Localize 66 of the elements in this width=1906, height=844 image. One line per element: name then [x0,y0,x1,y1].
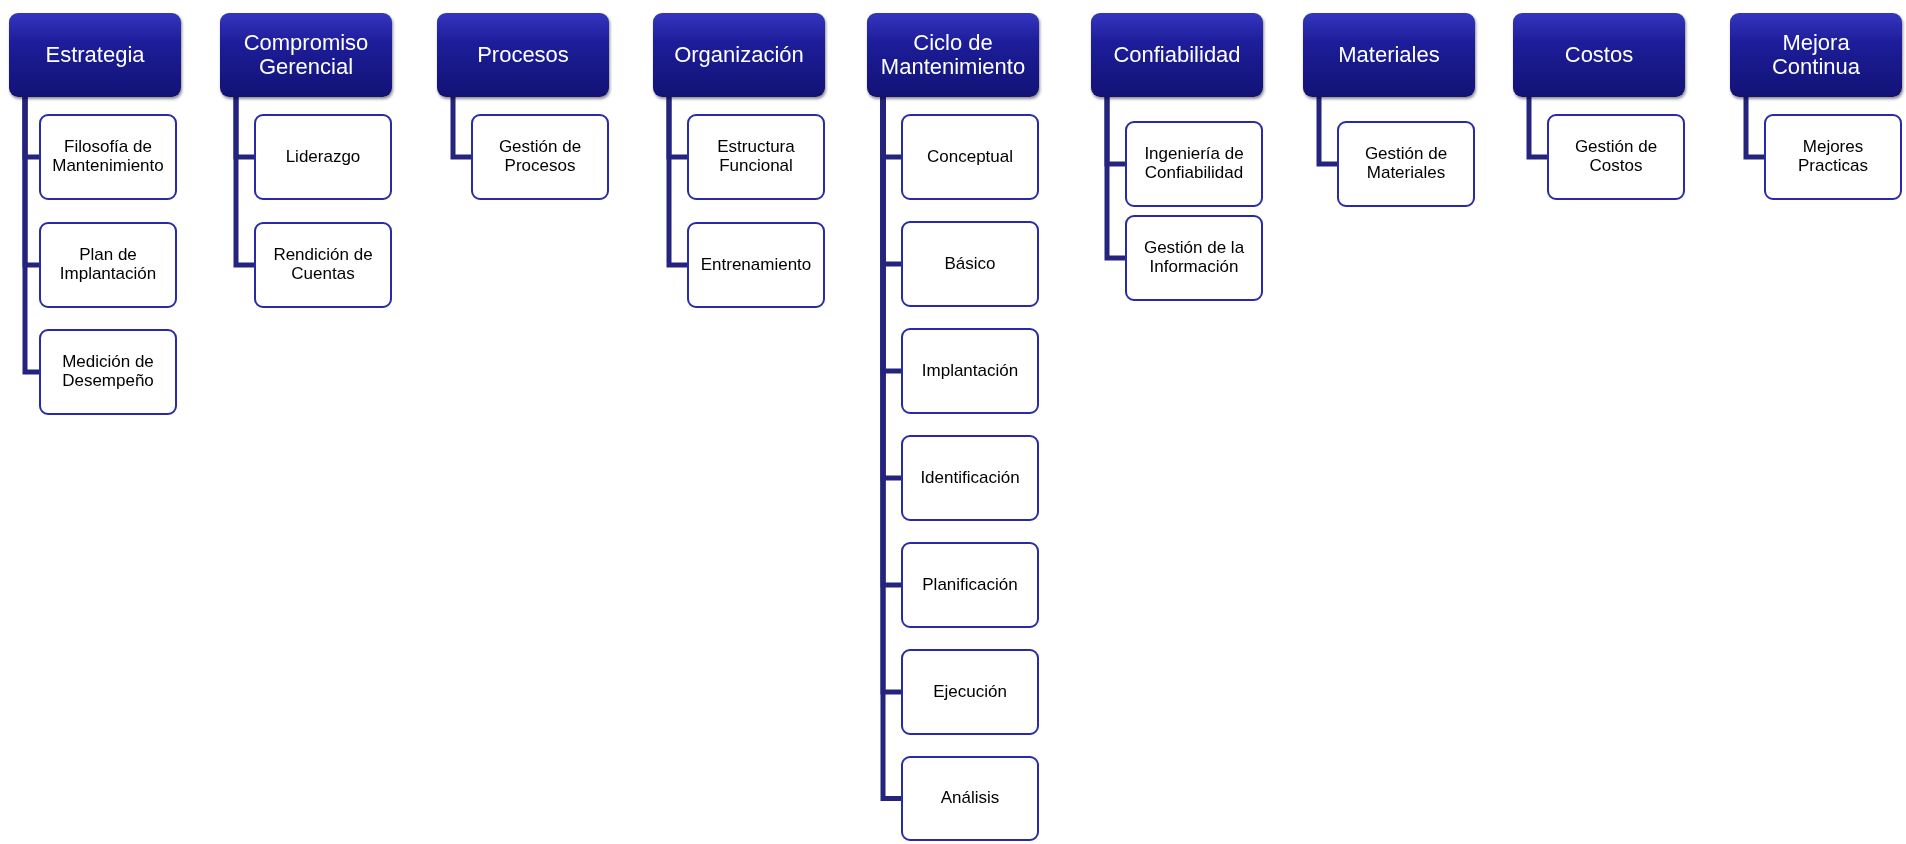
item-box [254,222,392,308]
category-header-box [653,13,825,97]
node-label: Liderazgo [285,147,361,167]
connector-line [1743,97,1764,160]
item-box [687,114,825,200]
item-box [1764,114,1902,200]
node-label: Confiabilidad [1113,43,1241,67]
connector-line [1526,97,1547,160]
node-label: Estrategia [45,43,145,67]
category-header-box [220,13,392,97]
category-header-box [1091,13,1263,97]
node-label: Planificación [922,575,1018,595]
category-header-box [1513,13,1685,97]
node-label: Identificación [920,468,1020,488]
connector-line [1316,97,1337,167]
item-box [39,329,177,415]
node-label: Gestión de la Información [1142,239,1246,277]
item-box [1337,121,1475,207]
item-box [471,114,609,200]
node-label: Básico [944,254,996,274]
category-header-box [1730,13,1902,97]
node-label: Organización [674,43,804,67]
item-box [901,756,1039,841]
node-label: Conceptual [927,147,1013,167]
connector-line [233,97,254,268]
node-label: Implantación [921,361,1019,381]
node-label: Estructura Funcional [716,138,796,176]
item-box [901,114,1039,200]
connector-line [1104,97,1125,261]
node-label: Filosofía de Mantenimiento [51,138,165,176]
category-header-box [9,13,181,97]
item-box [901,542,1039,628]
node-label: Costos [1564,43,1634,67]
node-label: Análisis [940,789,1000,808]
connector-line [666,97,687,268]
category-header-box [1303,13,1475,97]
item-box [901,649,1039,735]
item-box [254,114,392,200]
node-label: Ejecución [933,682,1007,702]
node-label: Gestión de Procesos [497,138,583,176]
item-box [39,114,177,200]
item-box [39,222,177,308]
node-label: Ciclo de Mantenimiento [879,31,1027,79]
item-box [687,222,825,308]
node-label: Mejores Practicas [1797,138,1869,176]
node-label: Rendición de Cuentas [272,246,374,284]
node-label: Entrenamiento [700,255,812,275]
item-box [901,328,1039,414]
category-header-box [437,13,609,97]
node-label: Compromiso Gerencial [242,31,370,79]
item-box [1125,121,1263,207]
node-label: Medición de Desempeño [61,353,155,391]
node-label: Plan de Implantación [58,246,158,284]
node-label: Gestión de Materiales [1363,145,1449,183]
connector-line [22,97,39,375]
node-label: Materiales [1338,43,1440,67]
node-label: Ingeniería de Confiabilidad [1143,145,1245,183]
item-box [1547,114,1685,200]
item-box [901,221,1039,307]
node-label: Procesos [477,43,569,67]
node-label: Gestión de Costos [1573,138,1659,176]
item-box [1125,215,1263,301]
node-label: Mejora Continua [1770,31,1862,79]
connector-line [450,97,471,160]
item-box [901,435,1039,521]
category-header-box [867,13,1039,97]
